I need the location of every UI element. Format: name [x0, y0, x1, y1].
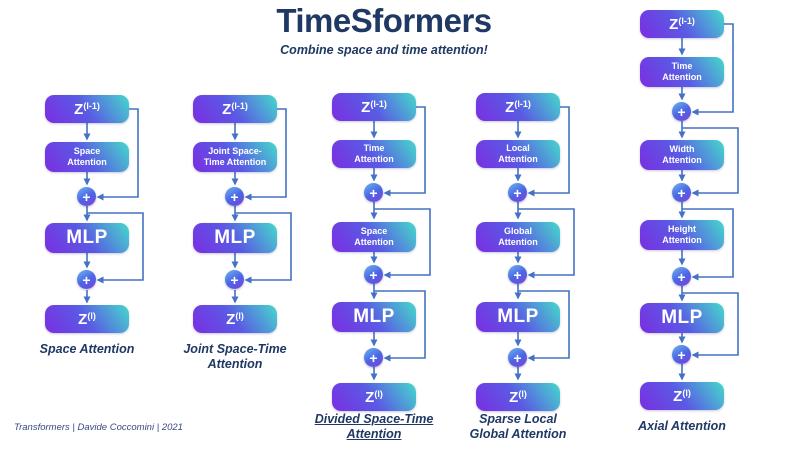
- flow-arrows: [370, 106, 431, 381]
- z-output-block: Z(l): [640, 382, 724, 410]
- plus-icon: +: [364, 183, 383, 202]
- plus-icon: +: [508, 348, 527, 367]
- z-input-block: Z(l-1): [640, 10, 724, 38]
- z-output-block: Z(l): [45, 305, 129, 333]
- mlp-block: MLP: [45, 223, 129, 253]
- plus-icon: +: [672, 102, 691, 121]
- plus-icon: +: [508, 183, 527, 202]
- plus-icon: +: [508, 265, 527, 284]
- plus-icon: +: [672, 183, 691, 202]
- z-input-block: Z(l-1): [332, 93, 416, 121]
- plus-icon: +: [672, 267, 691, 286]
- plus-icon: +: [364, 265, 383, 284]
- z-input-block: Z(l-1): [193, 95, 277, 123]
- z-input-block: Z(l-1): [45, 95, 129, 123]
- flow-arrows: [231, 108, 292, 304]
- plus-icon: +: [77, 270, 96, 289]
- joint-space-time-attention-block: Joint Space-Time Attention: [193, 142, 277, 172]
- column-joint-space-time-attention: Z(l-1) Joint Space-Time Attention + MLP …: [192, 93, 308, 345]
- mlp-block: MLP: [332, 302, 416, 332]
- mlp-block: MLP: [476, 302, 560, 332]
- plus-icon: +: [225, 187, 244, 206]
- caption-space-attention: Space Attention: [39, 342, 135, 356]
- slide-subtitle: Combine space and time attention!: [280, 43, 488, 57]
- z-input-block: Z(l-1): [476, 93, 560, 121]
- mlp-block: MLP: [640, 303, 724, 333]
- mlp-block: MLP: [193, 223, 277, 253]
- plus-icon: +: [225, 270, 244, 289]
- flow-arrows: [83, 108, 144, 304]
- caption-axial-attention: Axial Attention: [638, 419, 726, 433]
- plus-icon: +: [77, 187, 96, 206]
- flow-arrows: [514, 106, 575, 381]
- z-output-block: Z(l): [332, 383, 416, 411]
- z-output-block: Z(l): [476, 383, 560, 411]
- slide-footer: Transformers | Davide Coccomini | 2021: [14, 422, 183, 433]
- flow-arrows: [678, 23, 739, 381]
- slide-title: TimeSformers: [276, 2, 492, 39]
- z-output-block: Z(l): [193, 305, 277, 333]
- plus-icon: +: [672, 345, 691, 364]
- plus-icon: +: [364, 348, 383, 367]
